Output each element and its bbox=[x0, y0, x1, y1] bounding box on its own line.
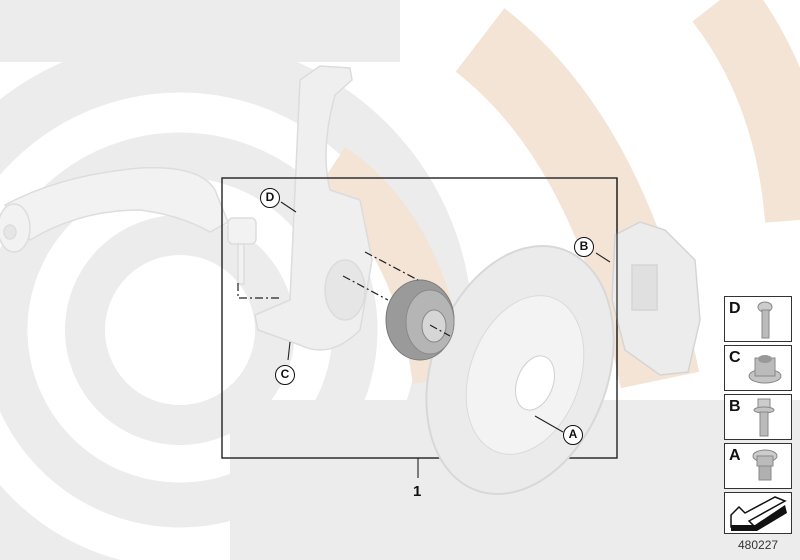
legend-letter: D bbox=[729, 300, 741, 317]
callout-c[interactable]: C bbox=[275, 365, 295, 385]
diagram-id: 480227 bbox=[738, 538, 779, 552]
legend-letter: C bbox=[729, 349, 741, 366]
arrow-icon bbox=[730, 496, 787, 531]
legend-item-b[interactable]: B bbox=[724, 394, 792, 440]
legend-item-c[interactable]: C bbox=[724, 345, 792, 391]
callout-d[interactable]: D bbox=[260, 188, 280, 208]
legend-item-d[interactable]: D bbox=[724, 296, 792, 342]
callout-a[interactable]: A bbox=[563, 425, 583, 445]
legend-item-a[interactable]: A bbox=[724, 443, 792, 489]
hex-bolt-icon bbox=[753, 398, 775, 437]
countersunk-screw-icon bbox=[752, 449, 778, 481]
brake-caliper bbox=[611, 221, 701, 376]
legend-nav-arrow[interactable] bbox=[724, 492, 792, 534]
steering-knuckle bbox=[254, 65, 373, 351]
callout-b[interactable]: B bbox=[574, 237, 594, 257]
assembly-number-label[interactable]: 1 bbox=[413, 483, 422, 500]
torx-bolt-icon bbox=[757, 301, 773, 339]
parts-legend: D C B A bbox=[724, 296, 794, 537]
control-arm bbox=[0, 166, 257, 285]
legend-letter: A bbox=[729, 447, 741, 464]
legend-letter: B bbox=[729, 398, 741, 415]
collar-nut-icon bbox=[748, 355, 782, 384]
wheel-hub bbox=[385, 279, 455, 361]
